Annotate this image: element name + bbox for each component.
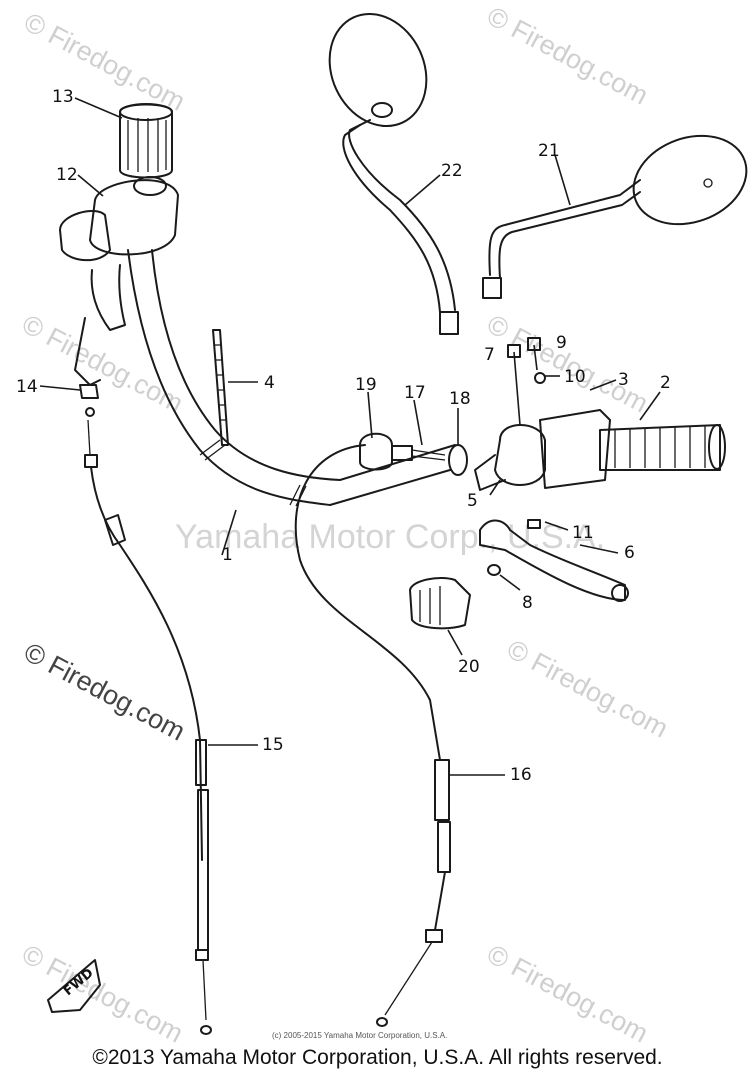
callout-16: 16 [510,765,532,785]
callout-numbers: 13 12 14 4 1 15 16 19 17 18 20 5 7 9 10 … [16,87,671,785]
callout-12: 12 [56,165,78,185]
callout-6: 6 [624,543,635,563]
watermark-firedog-1: © Firedog.com [19,7,190,117]
handlebar-part-1 [127,249,456,507]
throttle-cable-part-15 [84,419,212,1035]
watermark-firedog-3: © Firedog.com [17,309,188,419]
mirror-right-part-21 [482,134,748,299]
watermark-firedog-2: © Firedog.com [482,1,653,111]
watermark-center: Yamaha Motor Corp., U.S.A. [175,518,605,556]
tie-strap-part-4 [212,329,229,446]
callout-13: 13 [52,87,74,107]
callout-7: 7 [484,345,495,365]
callout-22: 22 [441,161,463,181]
callout-18: 18 [449,389,471,409]
copyright-notice: ©2013 Yamaha Motor Corporation, U.S.A. A… [92,1046,663,1069]
mirror-left-part-22 [328,12,459,335]
callout-5: 5 [467,491,478,511]
callout-10: 10 [564,367,586,387]
callout-2: 2 [660,373,671,393]
cable-clip-part-14 [79,384,99,417]
callout-1: 1 [222,545,233,565]
left-grip-assembly [59,103,179,386]
callout-19: 19 [355,375,377,395]
callout-21: 21 [538,141,560,161]
callout-4: 4 [264,373,275,393]
callout-17: 17 [404,383,426,403]
clutch-lever-part-6 [479,519,629,602]
watermark-firedog-6: © Firedog.com [17,939,188,1049]
callout-11: 11 [572,523,594,543]
callout-14: 14 [16,377,38,397]
watermark-firedog-7: © Firedog.com [482,939,653,1049]
callout-9: 9 [556,333,567,353]
clutch-cable-part-16 [294,444,451,1027]
right-grip-assembly [474,337,726,529]
callout-3: 3 [618,370,629,390]
callout-15: 15 [262,735,284,755]
small-credit-text: (c) 2005-2015 Yamaha Motor Corporation, … [272,1031,447,1040]
watermark-firedog-4: © Firedog.com [482,309,653,419]
leader-lines [39,97,661,776]
switch-part-20 [409,577,471,630]
callout-8: 8 [522,593,533,613]
watermark-firedog-dark: © Firedog.com [19,637,190,747]
watermark-firedog-5: © Firedog.com [502,634,673,744]
cable-adjuster-parts-17-19 [359,432,468,476]
callout-20: 20 [458,657,480,677]
